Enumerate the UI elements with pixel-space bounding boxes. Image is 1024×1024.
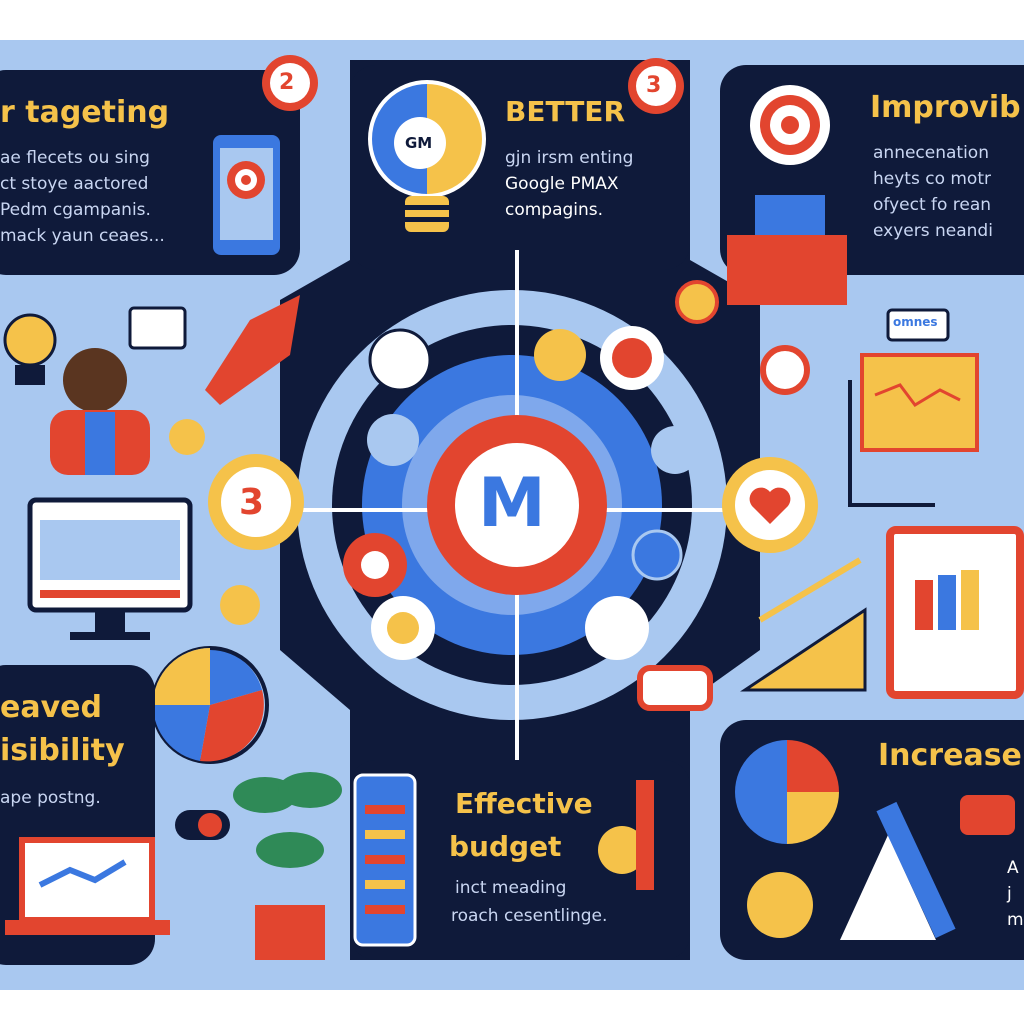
bottom-right-line-1: A [1007,858,1019,878]
podium-figure [755,195,825,235]
coin-icon-right [675,280,719,324]
small-target-icon [760,345,810,395]
bottom-center-line-1: inct meading [455,878,567,898]
plant-pot [255,905,325,960]
badge-2-label: 2 [279,70,295,95]
top-right-line-3: ofyect fo rean [873,195,992,215]
bottom-left-line-1: ape postng. [0,788,101,808]
orbit-icon-cup [368,328,432,392]
pie-chart-icon [210,648,262,705]
top-left-line-3: Pedm cgampanis. [0,200,151,220]
podium-box [727,235,847,305]
orbit-icon-camera [631,529,683,581]
orbit-icon-people [585,596,649,660]
dollar-coin-icon [747,872,813,938]
bar-graph-icon [740,607,867,692]
top-left-title: r tageting [0,95,170,130]
top-left-line-2: ct stoye aactored [0,174,149,194]
rocket-icon [205,295,300,405]
orbit-icon-cloud [367,414,419,466]
bottom-center-title-1: Effective [455,787,593,820]
top-left-line-1: ae flecets ou sing [0,148,150,168]
triangle-icon [840,835,936,940]
top-center-line-2: Google PMAX [505,174,619,194]
top-center-line-1: gjn irsm enting [505,148,634,168]
heart-icon [749,487,791,524]
pen-icon [876,801,956,939]
top-right-line-4: exyers neandi [873,221,993,241]
chat-card-icon [637,665,713,711]
badge-3-inner [636,66,676,106]
orbit-icon-coin [534,329,586,381]
small-bulb-icon [3,313,57,367]
person-head [63,348,127,412]
badge-3-label: 3 [646,73,662,98]
bottom-right-title: Increase [878,738,1022,773]
speech-bubble-icon [886,308,950,342]
pencil-icon [636,780,654,890]
envelope-icon [128,306,187,350]
top-center-line-3: compagins. [505,200,604,220]
heart-chat-icon [960,795,1015,835]
bottom-right-line-3: m [1007,910,1024,930]
speech-bubble-label: omnes [893,315,938,329]
bottom-right-line-2: j [1007,884,1012,904]
bottom-center-line-2: roach cesentlinge. [451,906,608,926]
top-right-line-1: annecenation [873,143,989,163]
lightbulb-label-bg [394,117,446,169]
left-badge-label: 3 [239,482,265,523]
top-left-line-4: mack yaun ceaes... [0,226,165,246]
bottom-left-title-2: isibility [0,733,125,768]
bottom-left-title-1: eaved [0,690,102,725]
top-right-title: Improvib [870,90,1021,125]
badge-2-inner [270,63,310,103]
pie-icon-right [787,740,839,792]
top-right-line-2: heyts co motr [873,169,991,189]
coin-icon-left-2 [220,585,260,625]
bulb-label: GM [405,134,433,152]
hub-center-inner [455,443,579,567]
bottom-center-title-2: budget [449,830,562,863]
panel-bottom-center [350,760,690,960]
coin-icon-left [169,419,205,455]
lightbulb-base [405,196,449,232]
axis-arrow-icon [848,380,935,507]
top-center-title: BETTER [505,95,625,128]
hub-center-letter: M [478,464,546,543]
orbit-icon-chat [651,426,699,474]
coin-icon-bottom [598,826,646,874]
